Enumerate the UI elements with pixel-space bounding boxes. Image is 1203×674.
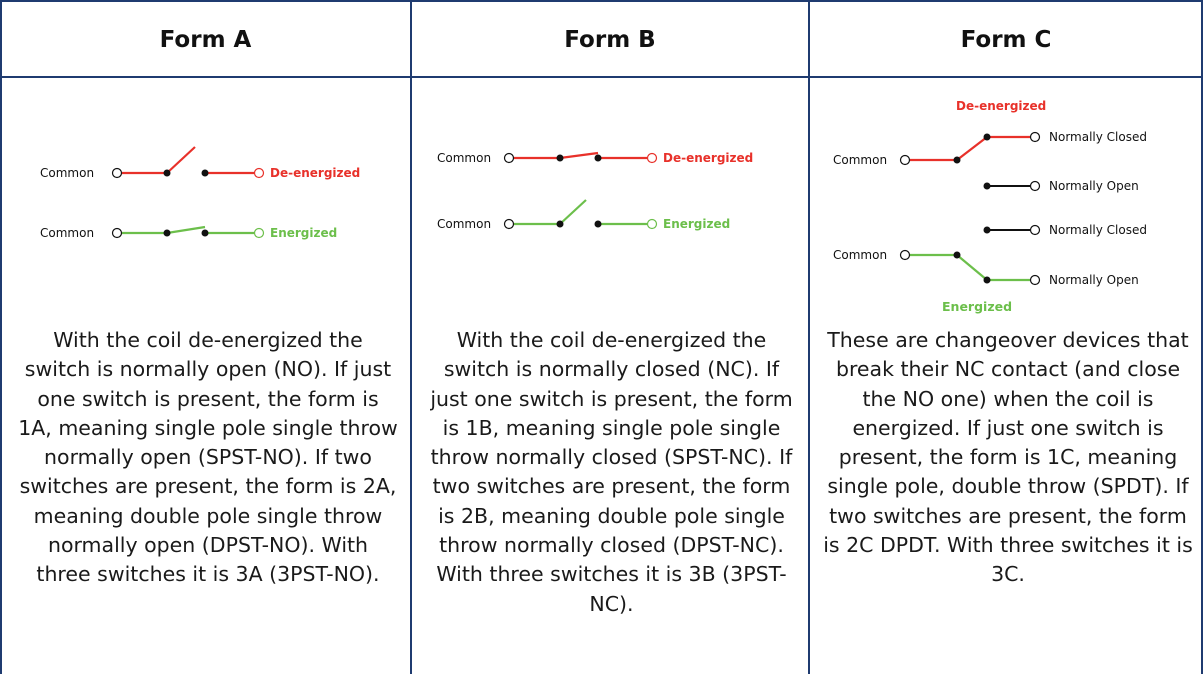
form-a-top-common-terminal [111, 167, 123, 179]
form-c-nc-top-label: Normally Closed [1049, 130, 1147, 144]
form-b-schematic: Common De-energized Common Energized [437, 151, 753, 231]
form-c-energized-label: Energized [942, 299, 1012, 314]
form-c-top-switch-arm [956, 136, 988, 161]
form-b-diagram: Common De-energized Common Energized [411, 76, 809, 314]
form-b-description: With the coil de-energized the switch is… [430, 328, 793, 616]
form-b-bottom-switch-arm [559, 199, 587, 225]
form-a-description: With the coil de-energized the switch is… [18, 328, 398, 587]
form-b-common-bottom-label: Common [437, 217, 491, 231]
form-c-nc-bottom-label: Normally Closed [1049, 223, 1147, 237]
form-c-schematic: De-energized Common Normally Closed Norm… [833, 99, 1147, 314]
form-a-top-switch-arm [166, 146, 196, 174]
form-c-common-top-label: Common [833, 153, 887, 167]
table-right-border [1201, 0, 1203, 674]
form-a-common-bottom-label: Common [40, 226, 94, 240]
form-c-no-top-label: Normally Open [1049, 179, 1139, 193]
header-divider [0, 76, 1203, 78]
form-a-schematic: Common De-energized Common Energized [40, 146, 360, 240]
form-c-bottom-switch-arm [956, 254, 988, 281]
form-c-header: Form C [960, 27, 1052, 53]
form-b-common-top-label: Common [437, 151, 491, 165]
form-c-description: These are changeover devices that break … [823, 328, 1193, 587]
form-a-energized-label: Energized [270, 226, 337, 240]
form-a-header: Form A [159, 27, 252, 53]
form-c-no-bottom-label: Normally Open [1049, 273, 1139, 287]
form-c-deenergized-label: De-energized [956, 99, 1046, 113]
form-a-deenergized-label: De-energized [270, 166, 360, 180]
table-left-border [0, 0, 2, 674]
table-top-border [0, 0, 1203, 2]
form-c-column: Form C De-energized Common Normally Clos… [809, 0, 1203, 674]
column-divider-bc [808, 0, 810, 674]
column-divider-ab [410, 0, 412, 674]
form-c-diagram: De-energized Common Normally Closed Norm… [809, 76, 1203, 314]
form-b-top-switch-arm [559, 151, 599, 160]
form-b-energized-label: Energized [663, 217, 730, 231]
form-b-header: Form B [564, 27, 656, 53]
form-a-diagram: Common De-energized Common Energized [0, 76, 411, 314]
form-c-common-bottom-label: Common [833, 248, 887, 262]
form-a-common-top-label: Common [40, 166, 94, 180]
form-b-column: Form B Common De-energized Common [411, 0, 809, 674]
form-a-column: Form A Common De-energized Common [0, 0, 411, 674]
form-b-deenergized-label: De-energized [663, 151, 753, 165]
form-a-bottom-switch-arm [166, 225, 206, 235]
